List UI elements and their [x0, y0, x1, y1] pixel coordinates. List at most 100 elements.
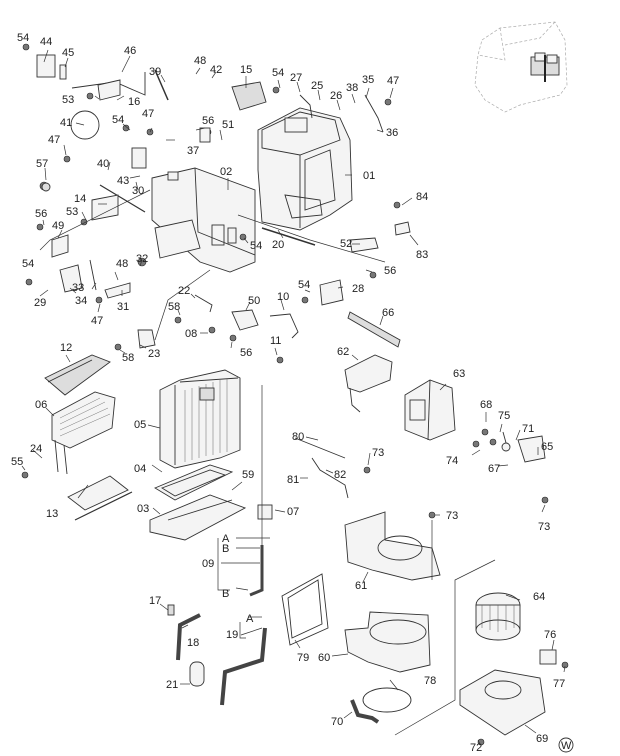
callout-64: 64 — [533, 591, 545, 603]
callout-47b: 47 — [142, 108, 154, 120]
callout-80: 80 — [292, 431, 304, 443]
evaporator-05 — [159, 369, 241, 469]
callout-54e: 54 — [22, 258, 34, 270]
callout-68: 68 — [480, 399, 492, 411]
callout-36: 36 — [386, 127, 398, 139]
callout-54d: 54 — [250, 240, 262, 252]
callout-63: 63 — [453, 368, 465, 380]
callout-26: 26 — [330, 90, 342, 102]
callout-48b: 48 — [116, 258, 128, 270]
callout-76: 76 — [544, 629, 556, 641]
leader-lines — [21, 49, 566, 745]
callout-53b: 53 — [66, 206, 78, 218]
callout-56b: 56 — [35, 208, 47, 220]
unit-housing-02 — [151, 167, 256, 273]
fan-housing-60 — [344, 611, 431, 673]
callout-A2: A — [246, 613, 254, 625]
callout-77: 77 — [553, 678, 565, 690]
callout-18: 18 — [187, 637, 199, 649]
ac-unit-location-icon — [530, 52, 560, 82]
seal-66 — [347, 311, 401, 348]
blower-case-63 — [404, 379, 456, 441]
callout-06: 06 — [35, 399, 47, 411]
callout-34: 34 — [75, 295, 87, 307]
callout-41: 41 — [60, 117, 72, 129]
callout-66: 66 — [382, 307, 394, 319]
callout-14: 14 — [74, 193, 86, 205]
callout-61: 61 — [355, 580, 367, 592]
callout-69: 69 — [536, 733, 548, 745]
callout-65: 65 — [541, 441, 553, 453]
callout-54b: 54 — [272, 67, 284, 79]
callout-16: 16 — [128, 96, 140, 108]
callout-33: 33 — [72, 282, 84, 294]
pipe-19 — [220, 627, 267, 706]
callout-24: 24 — [30, 443, 42, 455]
callout-27: 27 — [290, 72, 302, 84]
callout-15: 15 — [240, 64, 252, 76]
callout-19: 19 — [226, 629, 238, 641]
callout-A1: A — [222, 533, 230, 545]
callout-70: 70 — [331, 716, 343, 728]
callout-22: 22 — [178, 285, 190, 297]
callout-21: 21 — [166, 679, 178, 691]
callout-37: 37 — [187, 145, 199, 157]
callout-29: 29 — [34, 297, 46, 309]
watermark-text: W — [561, 740, 572, 752]
callout-59: 59 — [242, 469, 254, 481]
callout-75: 75 — [498, 410, 510, 422]
cab-locator-inset — [474, 21, 568, 113]
callout-79: 79 — [297, 652, 309, 664]
filter-12 — [44, 354, 111, 396]
hose-70 — [350, 699, 380, 724]
callout-32: 32 — [136, 253, 148, 265]
callout-47c: 47 — [48, 134, 60, 146]
callout-28: 28 — [352, 283, 364, 295]
callout-57: 57 — [36, 158, 48, 170]
callout-25: 25 — [311, 80, 323, 92]
callout-45: 45 — [62, 47, 74, 59]
callout-56d: 56 — [240, 347, 252, 359]
callout-39: 39 — [149, 66, 161, 78]
callout-73b: 73 — [538, 521, 550, 533]
callout-60: 60 — [318, 652, 330, 664]
misc-parts — [36, 54, 557, 665]
callout-73c: 73 — [446, 510, 458, 522]
callout-42: 42 — [210, 64, 222, 76]
callout-11: 11 — [270, 335, 281, 347]
callout-35: 35 — [362, 74, 374, 86]
callout-56c: 56 — [384, 265, 396, 277]
duct-62 — [344, 354, 393, 413]
callout-01: 01 — [363, 170, 375, 182]
callout-72: 72 — [470, 742, 482, 754]
callout-78: 78 — [424, 675, 436, 687]
grommet-21 — [189, 661, 205, 687]
callout-31: 31 — [117, 301, 129, 313]
callout-10: 10 — [277, 291, 289, 303]
callout-07: 07 — [287, 506, 299, 518]
callout-13: 13 — [46, 508, 58, 520]
callout-05: 05 — [134, 419, 146, 431]
fasteners — [21, 43, 569, 746]
callout-43: 43 — [117, 175, 129, 187]
callout-47d: 47 — [91, 315, 103, 327]
callout-08: 08 — [185, 328, 197, 340]
callout-03: 03 — [137, 503, 149, 515]
callout-38: 38 — [346, 82, 358, 94]
callout-52: 52 — [340, 238, 352, 250]
watermark-w-icon: W — [558, 737, 574, 753]
callout-48a: 48 — [194, 55, 206, 67]
callout-46: 46 — [124, 45, 136, 57]
callout-labels: 54 44 45 46 16 53 39 48 42 15 54 27 25 2… — [11, 32, 565, 754]
callout-54c: 54 — [112, 114, 124, 126]
callout-30: 30 — [132, 185, 144, 197]
callout-82: 82 — [334, 469, 346, 481]
callout-53a: 53 — [62, 94, 74, 106]
drain-tray-04 — [154, 464, 234, 501]
callout-20: 20 — [272, 239, 284, 251]
callout-74: 74 — [446, 455, 458, 467]
ring-78 — [362, 687, 412, 713]
gasket-79 — [281, 573, 329, 646]
callout-83: 83 — [416, 249, 428, 261]
